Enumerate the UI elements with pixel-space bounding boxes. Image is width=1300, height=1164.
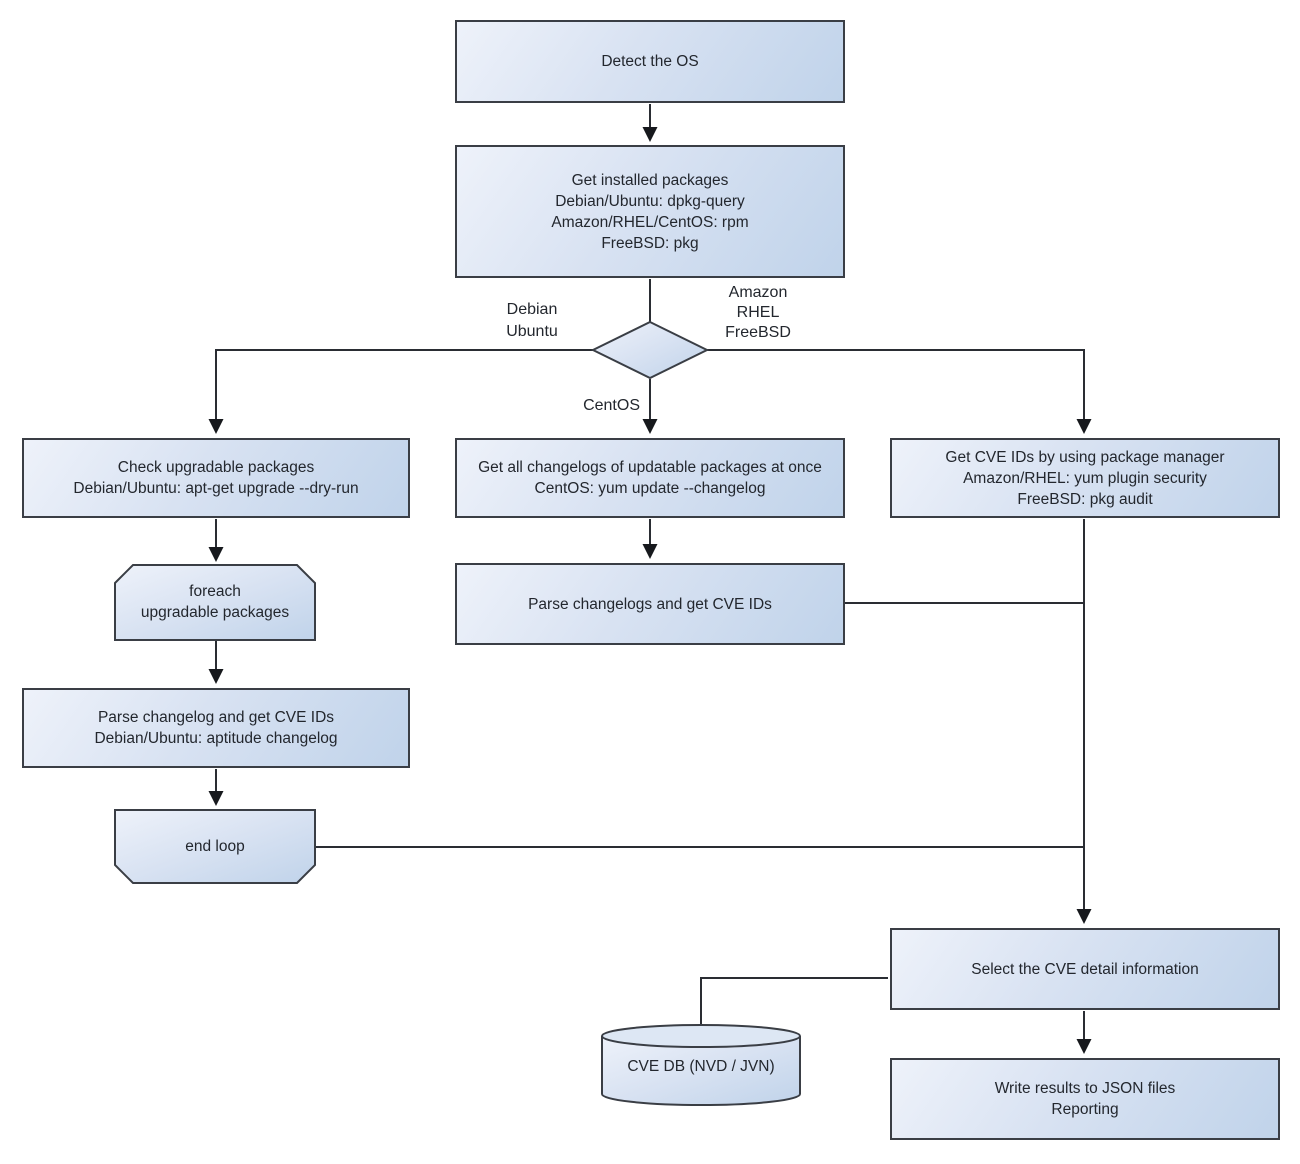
node-get-cve-ids-package-manager: Get CVE IDs by using package manager Ama… (890, 438, 1280, 518)
node-text-line: Get installed packages (571, 171, 729, 189)
edge-label-debian-ubuntu: Debian Ubuntu (487, 299, 577, 343)
edge-label-line: FreeBSD (725, 324, 791, 341)
node-text-line: Debian/Ubuntu: dpkg-query (555, 192, 745, 210)
cve-db-cylinder-top (601, 1024, 801, 1048)
connector-cvedb-to-select (700, 977, 888, 1024)
edge-label-line: RHEL (736, 304, 780, 321)
node-text-line: Get CVE IDs by using package manager (945, 448, 1225, 466)
node-parse-changelog-left: Parse changelog and get CVE IDs Debian/U… (22, 688, 410, 768)
connector-decision-to-check-upgradable (208, 349, 593, 434)
node-get-installed-packages: Get installed packages Debian/Ubuntu: dp… (455, 145, 845, 278)
node-foreach-upgradable: foreach upgradable packages (115, 566, 315, 638)
edge-label-amazon-rhel-freebsd: Amazon RHEL FreeBSD (713, 283, 803, 343)
node-write-results: Write results to JSON files Reporting (890, 1058, 1280, 1140)
node-text-line: Parse changelogs and get CVE IDs (528, 595, 772, 613)
node-text-line: FreeBSD: pkg audit (1017, 490, 1153, 508)
node-text-line: Get all changelogs of updatable packages… (478, 459, 822, 476)
node-text-line: Debian/Ubuntu: apt-get upgrade --dry-run (73, 480, 359, 497)
node-text-line: Debian/Ubuntu: aptitude changelog (94, 730, 338, 747)
edge-label-line: Ubuntu (506, 323, 558, 340)
node-text-line: end loop (185, 837, 245, 855)
node-text-line: Check upgradable packages (117, 459, 315, 476)
node-get-all-changelogs: Get all changelogs of updatable packages… (455, 438, 845, 518)
os-decision-diamond (590, 320, 710, 380)
node-text-line: Amazon/RHEL/CentOS: rpm (551, 213, 749, 231)
node-parse-changelogs-mid: Parse changelogs and get CVE IDs (455, 563, 845, 645)
node-text-line: upgradable packages (140, 604, 290, 621)
edge-label-line: CentOS (583, 397, 640, 414)
connector-decision-to-get-cve-ids (707, 349, 1092, 434)
node-text-line: FreeBSD: pkg (601, 234, 699, 252)
edge-label-line: Amazon (728, 284, 788, 301)
node-text-line: Select the CVE detail information (971, 960, 1199, 978)
end-loop-shape (114, 809, 316, 884)
node-text-line: Reporting (1051, 1101, 1119, 1118)
foreach-loop-shape (114, 564, 316, 641)
node-text-line: Parse changelog and get CVE IDs (97, 709, 335, 726)
node-check-upgradable-packages: Check upgradable packages Debian/Ubuntu:… (22, 438, 410, 518)
cve-db-cylinder-body (601, 1036, 801, 1106)
node-cve-db: CVE DB (NVD / JVN) (602, 1042, 800, 1090)
node-select-cve-detail: Select the CVE detail information (890, 928, 1280, 1010)
node-text-line: Amazon/RHEL: yum plugin security (963, 469, 1207, 487)
node-text-line: foreach (189, 583, 241, 600)
edge-label-line: Debian (506, 301, 558, 318)
node-detect-os: Detect the OS (455, 20, 845, 103)
node-text-line: CVE DB (NVD / JVN) (627, 1057, 775, 1075)
node-end-loop: end loop (115, 811, 315, 881)
node-text-line: Detect the OS (601, 53, 699, 70)
node-text-line: CentOS: yum update --changelog (534, 480, 766, 497)
edge-label-centos: CentOS (555, 395, 640, 416)
node-text-line: Write results to JSON files (994, 1080, 1176, 1097)
